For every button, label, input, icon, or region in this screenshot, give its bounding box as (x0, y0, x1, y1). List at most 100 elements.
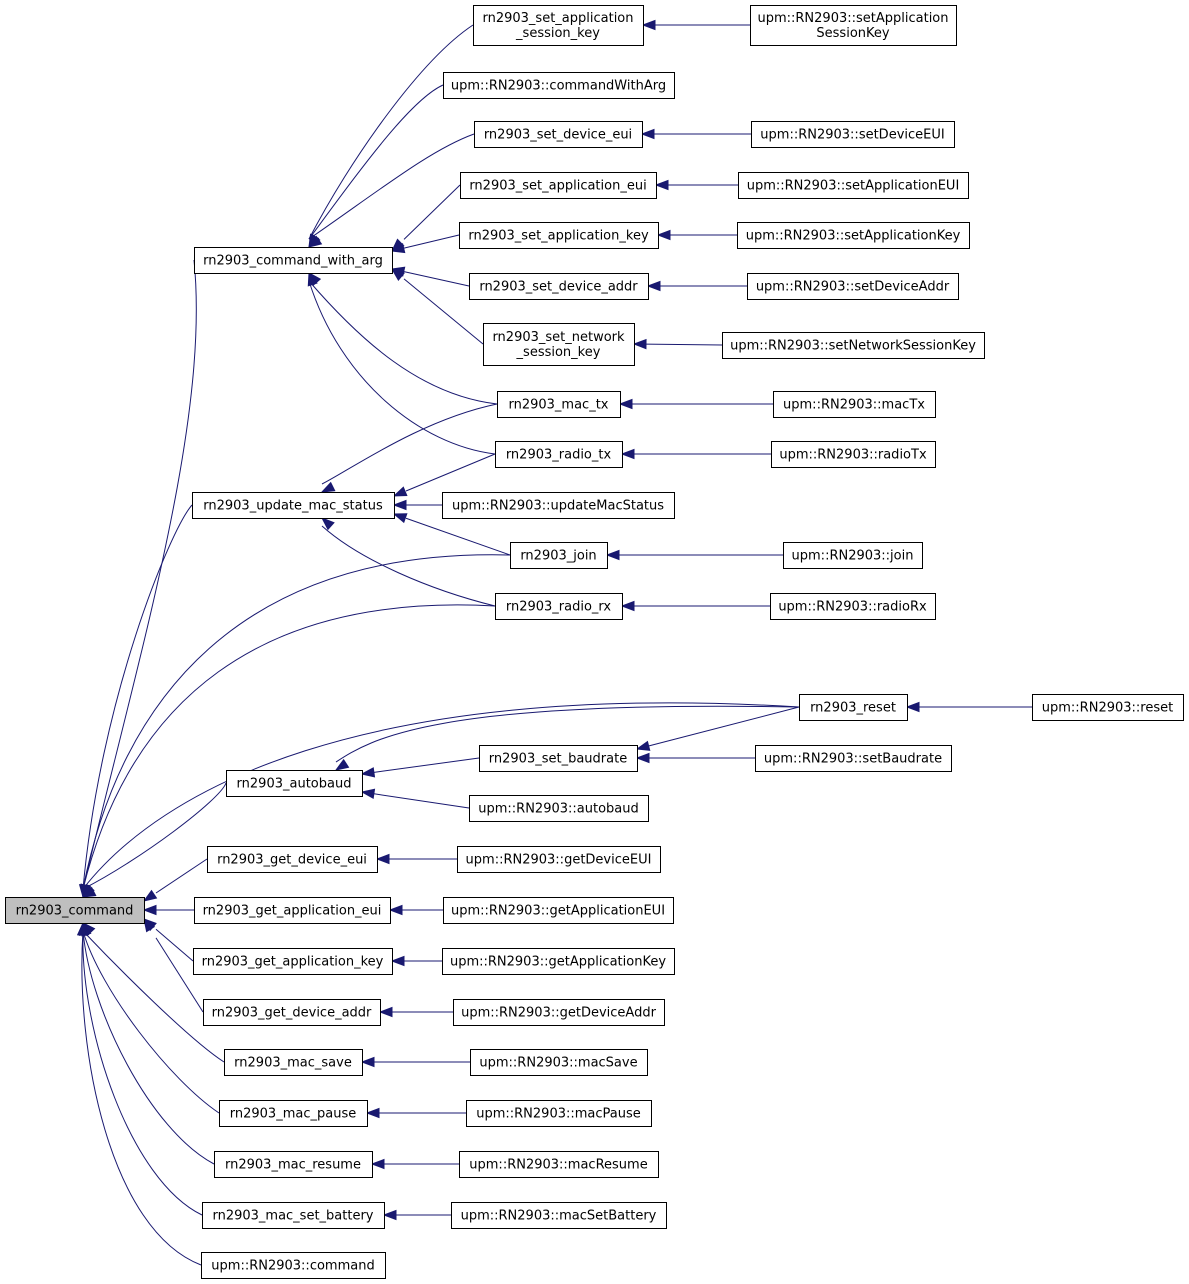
node-rn2903-join[interactable]: rn2903_join (510, 542, 608, 569)
node-box (755, 745, 952, 772)
edge-line (403, 184, 461, 240)
node-upm-setApplicationEUI[interactable]: upm::RN2903::setApplicationEUI (738, 172, 969, 199)
arrowhead (360, 788, 376, 800)
node-rn2903-set-application-session-key[interactable]: rn2903_set_application_session_key (473, 5, 644, 46)
edge-line (321, 403, 498, 485)
arrowhead (320, 517, 335, 531)
edge-line (335, 705, 800, 763)
edge-rn2903-command-with-arg-to-rn2903-mac-tx (308, 271, 498, 405)
node-label: rn2903_join (520, 549, 596, 564)
node-box (453, 999, 665, 1026)
arrowhead (635, 752, 650, 764)
node-upm-autobaud[interactable]: upm::RN2903::autobaud (469, 795, 649, 822)
edge-line (82, 930, 203, 1216)
node-label: rn2903_radio_tx (506, 448, 612, 463)
node-rn2903-reset[interactable]: rn2903_reset (799, 694, 908, 721)
node-label: upm::RN2903::radioTx (779, 448, 927, 463)
node-upm-macSetBattery[interactable]: upm::RN2903::macSetBattery (451, 1202, 667, 1229)
node-rn2903-set-network-session-key[interactable]: rn2903_set_network_session_key (483, 323, 635, 366)
node-label: upm::RN2903::join (792, 549, 914, 564)
edge-line (308, 280, 498, 405)
node-rn2903-radio-tx[interactable]: rn2903_radio_tx (495, 441, 623, 468)
edge-line (82, 702, 800, 890)
node-label: upm::RN2903::getApplicationKey (450, 955, 666, 970)
node-rn2903-get-device-eui[interactable]: rn2903_get_device_eui (207, 846, 378, 873)
node-upm-commandWithArg[interactable]: upm::RN2903::commandWithArg (443, 72, 675, 99)
node-label: rn2903_get_application_eui (203, 904, 382, 919)
node-upm-setDeviceEUI[interactable]: upm::RN2903::setDeviceEUI (751, 121, 955, 148)
edge-rn2903-autobaud-to-rn2903-set-baudrate (360, 757, 480, 778)
node-label: upm::RN2903::setDeviceAddr (756, 280, 950, 295)
node-label: upm::RN2903::getDeviceEUI (466, 853, 652, 868)
node-label: rn2903_set_device_eui (484, 128, 632, 143)
node-rn2903-mac-pause[interactable]: rn2903_mac_pause (219, 1100, 368, 1127)
node-label: rn2903_get_device_eui (217, 853, 367, 868)
edge-rn2903-update-mac-status-to-upm-updateMacStatus (392, 499, 442, 511)
edge-rn2903-update-mac-status-to-rn2903-radio-rx (320, 517, 496, 607)
node-rn2903-get-application-eui[interactable]: rn2903_get_application_eui (194, 897, 391, 924)
arrowhead (620, 448, 635, 460)
node-label: upm::RN2903::setBaudrate (764, 752, 942, 767)
edge-rn2903-update-mac-status-to-rn2903-mac-tx (320, 403, 498, 493)
node-rn2903-command[interactable]: rn2903_command (5, 897, 145, 924)
node-upm-updateMacStatus[interactable]: upm::RN2903::updateMacStatus (442, 492, 675, 519)
node-upm-getApplicationEUI[interactable]: upm::RN2903::getApplicationEUI (443, 897, 674, 924)
node-upm-radioTx[interactable]: upm::RN2903::radioTx (771, 441, 936, 468)
arrowhead (307, 271, 318, 287)
edge-rn2903-reset-to-upm-reset (905, 701, 1032, 713)
node-upm-radioRx[interactable]: upm::RN2903::radioRx (770, 593, 936, 620)
edge-line (373, 757, 480, 773)
arrowhead (392, 513, 408, 524)
node-box (497, 391, 621, 418)
node-rn2903-mac-save[interactable]: rn2903_mac_save (224, 1049, 363, 1076)
node-upm-setDeviceAddr[interactable]: upm::RN2903::setDeviceAddr (747, 273, 959, 300)
node-rn2903-set-application-eui[interactable]: rn2903_set_application_eui (460, 172, 657, 199)
node-rn2903-set-application-key[interactable]: rn2903_set_application_key (459, 222, 659, 249)
node-rn2903-get-application-key[interactable]: rn2903_get_application_key (193, 948, 393, 975)
edge-rn2903-get-application-eui-to-upm-getApplicationEUI (388, 904, 443, 916)
node-upm-command[interactable]: upm::RN2903::command (201, 1252, 386, 1279)
node-upm-macPause[interactable]: upm::RN2903::macPause (466, 1100, 652, 1127)
node-upm-getApplicationKey[interactable]: upm::RN2903::getApplicationKey (442, 948, 675, 975)
node-rn2903-radio-rx[interactable]: rn2903_radio_rx (495, 593, 623, 620)
node-label: _session_key (516, 345, 601, 360)
node-label: rn2903_mac_resume (225, 1158, 361, 1173)
node-upm-macSave[interactable]: upm::RN2903::macSave (470, 1049, 648, 1076)
node-upm-setApplicationKey[interactable]: upm::RN2903::setApplicationKey (737, 222, 970, 249)
node-upm-reset[interactable]: upm::RN2903::reset (1032, 694, 1184, 721)
node-box (207, 846, 378, 873)
node-upm-getDeviceAddr[interactable]: upm::RN2903::getDeviceAddr (453, 999, 665, 1026)
node-rn2903-set-baudrate[interactable]: rn2903_set_baudrate (479, 745, 638, 772)
node-rn2903-update-mac-status[interactable]: rn2903_update_mac_status (192, 492, 395, 519)
node-box (799, 694, 908, 721)
node-rn2903-set-device-eui[interactable]: rn2903_set_device_eui (474, 121, 643, 148)
node-rn2903-mac-resume[interactable]: rn2903_mac_resume (214, 1151, 373, 1178)
node-label: _session_key (515, 26, 600, 41)
node-label: upm::RN2903::commandWithArg (451, 79, 666, 94)
edge-rn2903-command-with-arg-to-rn2903-set-application-key (390, 234, 460, 254)
edge-rn2903-autobaud-to-rn2903-reset (334, 705, 800, 771)
node-label: upm::RN2903::macTx (783, 398, 925, 413)
node-upm-macTx[interactable]: upm::RN2903::macTx (773, 391, 936, 418)
edge-line (308, 24, 474, 240)
node-rn2903-mac-set-battery[interactable]: rn2903_mac_set_battery (202, 1202, 385, 1229)
node-upm-macResume[interactable]: upm::RN2903::macResume (459, 1151, 659, 1178)
arrowhead (390, 955, 405, 967)
node-upm-getDeviceEUI[interactable]: upm::RN2903::getDeviceEUI (457, 846, 661, 873)
edge-rn2903-get-application-key-to-upm-getApplicationKey (390, 955, 442, 967)
node-upm-join[interactable]: upm::RN2903::join (783, 542, 923, 569)
node-rn2903-command-with-arg[interactable]: rn2903_command_with_arg (194, 247, 393, 274)
node-rn2903-get-device-addr[interactable]: rn2903_get_device_addr (203, 999, 381, 1026)
node-rn2903-set-device-addr[interactable]: rn2903_set_device_addr (469, 273, 649, 300)
node-rn2903-autobaud[interactable]: rn2903_autobaud (226, 770, 363, 797)
node-upm-setNetworkSessionKey[interactable]: upm::RN2903::setNetworkSessionKey (722, 332, 985, 359)
arrowhead (81, 886, 97, 898)
node-upm-setBaudrate[interactable]: upm::RN2903::setBaudrate (755, 745, 952, 772)
edge-rn2903-autobaud-to-upm-autobaud (360, 788, 470, 809)
node-rn2903-mac-tx[interactable]: rn2903_mac_tx (497, 391, 621, 418)
arrowhead (307, 235, 323, 248)
edge-line (82, 604, 496, 890)
node-box (192, 492, 395, 519)
edge-line (81, 930, 202, 1266)
